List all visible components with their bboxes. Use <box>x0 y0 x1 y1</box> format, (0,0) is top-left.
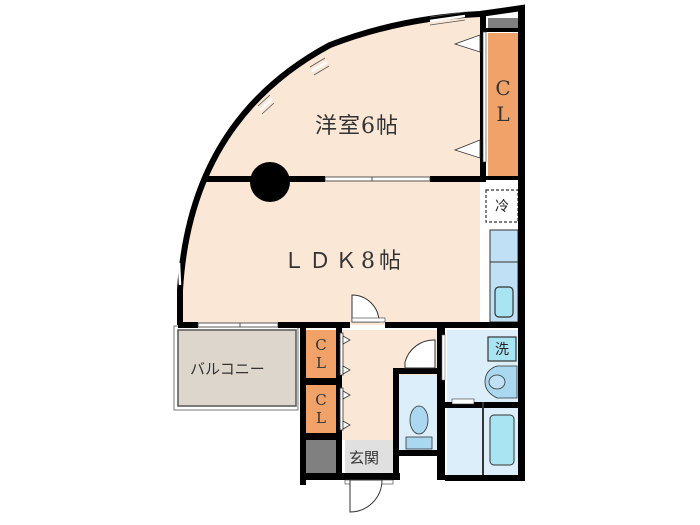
closet-bedroom-label: C L <box>495 76 511 126</box>
balcony-label: バルコニー <box>190 360 265 378</box>
closet-hall-1-fill <box>306 330 336 378</box>
closet-hall-1-label: C L <box>315 336 327 372</box>
toilet-tank <box>405 436 433 450</box>
structural-column <box>250 162 290 202</box>
bathroom-door <box>451 398 475 405</box>
curved-windows <box>177 14 466 286</box>
bathtub <box>489 414 515 466</box>
room-floor <box>180 14 480 325</box>
closet-hall-2-fill <box>306 385 336 433</box>
washroom-door <box>441 334 446 381</box>
fridge-label: 冷 <box>495 199 509 215</box>
ldk-label: ＬＤＫ8帖 <box>283 249 405 274</box>
shoe-storage <box>306 440 336 473</box>
washer-space <box>487 336 517 362</box>
kitchen-sink <box>494 286 514 318</box>
closet-bedroom-fill <box>488 33 518 176</box>
toilet-bowl <box>409 405 429 435</box>
washer-label: 洗 <box>495 342 509 358</box>
closet-hall-2-label: C L <box>315 391 327 427</box>
balcony-window <box>197 322 279 328</box>
sliding-door <box>324 176 431 182</box>
curved-wall <box>177 11 481 325</box>
balcony-area <box>177 329 297 407</box>
entrance-label: 玄関 <box>349 449 380 467</box>
entrance-door <box>349 479 383 513</box>
toilet-door <box>404 339 436 369</box>
bedroom-label: 洋室6帖 <box>315 114 399 139</box>
